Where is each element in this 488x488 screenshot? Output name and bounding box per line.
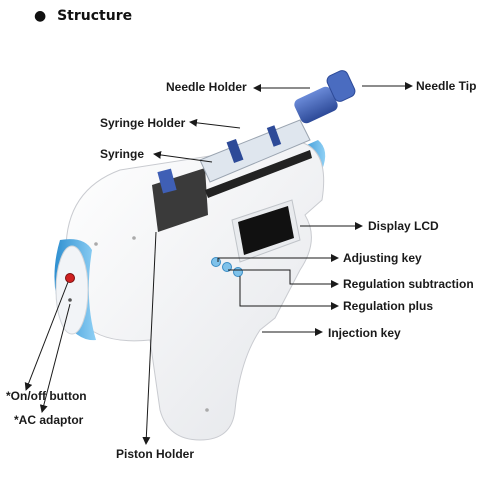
syringe-barrel	[199, 119, 311, 183]
syringe-holder-clip-2	[266, 125, 282, 147]
arrow-piston-holder	[142, 231, 157, 445]
section-heading: ● Structure	[34, 8, 132, 24]
ac-port-icon	[68, 298, 72, 302]
label-adjusting-key: Adjusting key	[343, 251, 422, 265]
label-syringe-holder: Syringe Holder	[100, 116, 186, 130]
piston-cap	[157, 168, 177, 194]
label-syringe: Syringe	[100, 147, 145, 161]
arrow-ac-adaptor	[39, 303, 71, 413]
screw-icon	[205, 408, 209, 412]
arrow-syringe-holder	[189, 118, 241, 129]
power-button-icon	[65, 273, 75, 283]
label-needle-holder: Needle Holder	[166, 80, 247, 94]
adjusting-key-icon	[211, 257, 221, 267]
regulation-plus-key-icon	[233, 267, 243, 277]
label-on-off-button: *On/off button	[6, 389, 87, 403]
arrow-on-off-button	[24, 281, 69, 391]
label-injection-key: Injection key	[328, 326, 401, 340]
arrow-adjusting-key	[217, 254, 339, 262]
label-display-lcd: Display LCD	[368, 219, 439, 233]
heading-text: Structure	[57, 8, 133, 24]
bullet-icon: ●	[34, 8, 47, 24]
needle-tip-cap	[326, 70, 356, 102]
side-panel-face	[55, 245, 89, 335]
arrow-regulation-subtraction	[228, 269, 339, 288]
screw-icon	[132, 236, 136, 240]
regulation-subtraction-key-icon	[222, 262, 232, 272]
lcd-screen	[238, 206, 294, 255]
label-piston-holder: Piston Holder	[116, 447, 195, 461]
label-ac-adaptor: *AC adaptor	[14, 413, 84, 427]
arrow-syringe	[153, 150, 213, 163]
arrow-regulation-plus	[239, 276, 339, 310]
label-needle-tip: Needle Tip	[416, 79, 477, 93]
screw-icon	[94, 242, 98, 246]
needle-holder-tube	[294, 86, 338, 124]
syringe-rail	[205, 150, 312, 198]
syringe-holder-clip	[226, 138, 244, 164]
label-regulation-plus: Regulation plus	[343, 299, 433, 313]
label-regulation-subtraction: Regulation subtraction	[343, 277, 474, 291]
